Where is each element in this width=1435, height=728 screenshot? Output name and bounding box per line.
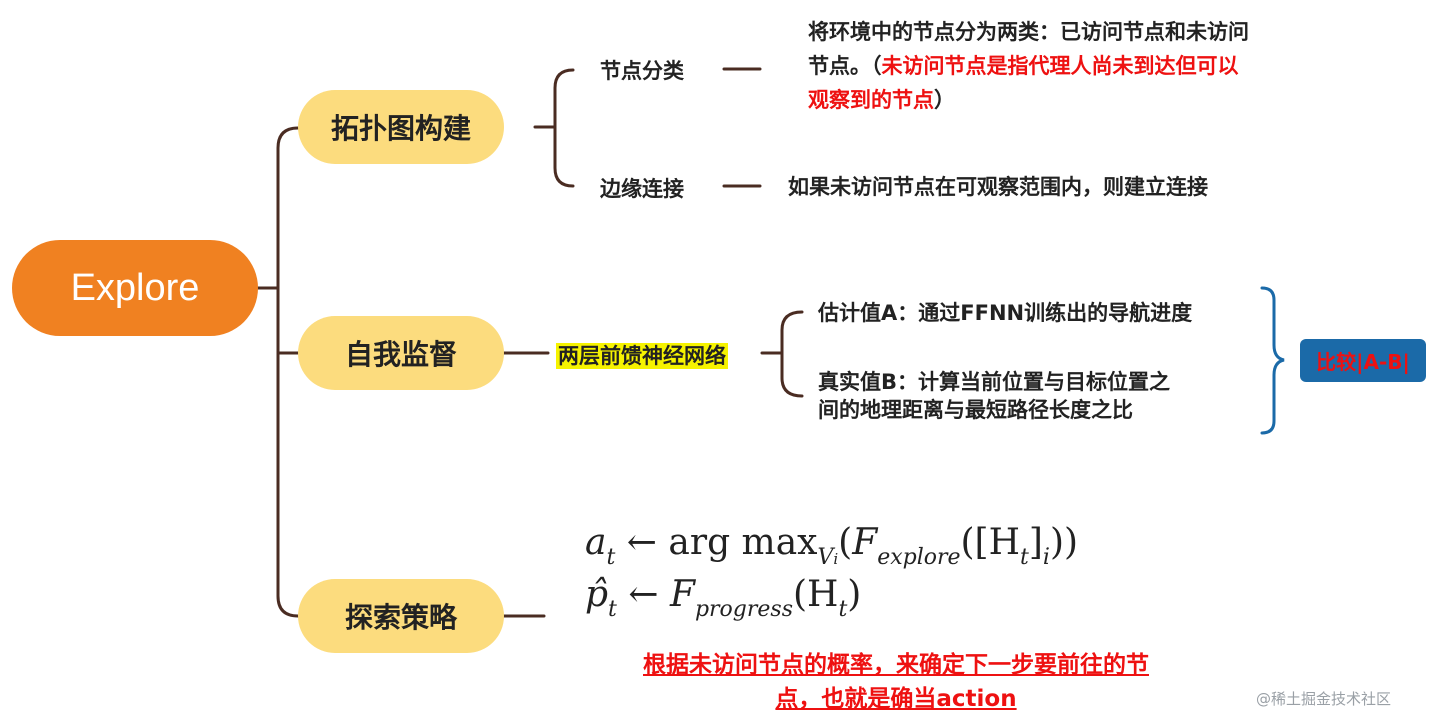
formula-sub: progress: [694, 597, 793, 622]
formula-sub: explore: [877, 545, 961, 570]
watermark: @稀土掘金技术社区: [1256, 690, 1392, 708]
formula-sub: t: [608, 597, 617, 622]
formula-args: ([H: [960, 522, 1020, 563]
truth-desc: 真实值B：计算当前位置与目标位置之 间的地理距离与最短路径长度之比: [818, 368, 1170, 424]
formula-lhs: a: [585, 522, 607, 563]
compare-box: 比较|A-B|: [1300, 339, 1426, 382]
desc-line: 间的地理距离与最短路径长度之比: [818, 398, 1133, 422]
formula-sub: Vi: [817, 545, 838, 570]
desc-line: 将环境中的节点分为两类：已访问节点和未访问: [808, 20, 1249, 44]
formula-lhs: p̂: [585, 574, 609, 615]
curly-brace: [1260, 286, 1285, 435]
strategy-note: 根据未访问节点的概率，来确定下一步要前往的节 点，也就是确当action: [596, 648, 1196, 716]
method-text: 两层前馈神经网络: [556, 343, 728, 369]
formula-fn: F: [669, 574, 695, 615]
node-classification-label: 节点分类: [600, 59, 684, 83]
compare-label: 比较|A-B|: [1316, 350, 1410, 374]
desc-red-text: 观察到的节点: [808, 88, 934, 112]
formula-sub: t: [606, 545, 616, 570]
formula-sub: t: [838, 597, 848, 622]
desc-red-text: 未访问节点是指代理人尚未到达但可以: [881, 54, 1239, 78]
root-node: Explore: [12, 240, 258, 336]
branch-label: 拓扑图构建: [330, 112, 471, 145]
formula-paren: )): [1049, 522, 1079, 563]
desc-text: ）: [934, 88, 955, 112]
formula-fn: F: [852, 522, 878, 563]
formula-sub: t: [1020, 545, 1029, 570]
desc-line: 观察到的节点）: [808, 83, 1328, 117]
branch-topology: 拓扑图构建: [298, 90, 504, 164]
edge-connection-label: 边缘连接: [600, 177, 684, 201]
note-line: 点，也就是确当action: [775, 686, 1017, 712]
method-label: 两层前馈神经网络: [556, 340, 728, 370]
branch-label: 探索策略: [344, 601, 457, 634]
formula-sub-var: V: [817, 545, 834, 570]
desc-line: 真实值B：计算当前位置与目标位置之: [818, 370, 1171, 394]
formula-sub-index: i: [833, 550, 839, 568]
desc-line: 节点。（未访问节点是指代理人尚未到达但可以: [808, 49, 1328, 83]
formula-sub: i: [1042, 545, 1050, 570]
formula-op: arg max: [668, 522, 818, 563]
branch-exploration-strategy: 探索策略: [298, 579, 504, 653]
branch-self-supervision: 自我监督: [298, 316, 504, 390]
formula-paren: (: [838, 522, 853, 563]
arrow: ←: [626, 522, 657, 563]
node-classification-desc: 将环境中的节点分为两类：已访问节点和未访问 节点。（未访问节点是指代理人尚未到达…: [808, 15, 1328, 117]
edge-connection-desc: 如果未访问节点在可观察范围内，则建立连接: [788, 175, 1208, 199]
note-line: 根据未访问节点的概率，来确定下一步要前往的节: [643, 652, 1149, 678]
formula-args: (H: [793, 574, 839, 615]
estimate-desc: 估计值A：通过FFNN训练出的导航进度: [818, 301, 1193, 325]
root-label: Explore: [70, 266, 200, 309]
arrow: ←: [628, 574, 659, 615]
desc-text: 节点。（: [808, 54, 882, 78]
formula-action: at ← arg maxVi(Fexplore([Ht]i)): [585, 522, 1078, 570]
formula-progress: p̂t ← Fprogress(Ht): [585, 574, 861, 622]
formula-bracket: ]: [1028, 522, 1043, 563]
formula-paren: ): [847, 574, 862, 615]
branch-label: 自我监督: [344, 338, 457, 371]
